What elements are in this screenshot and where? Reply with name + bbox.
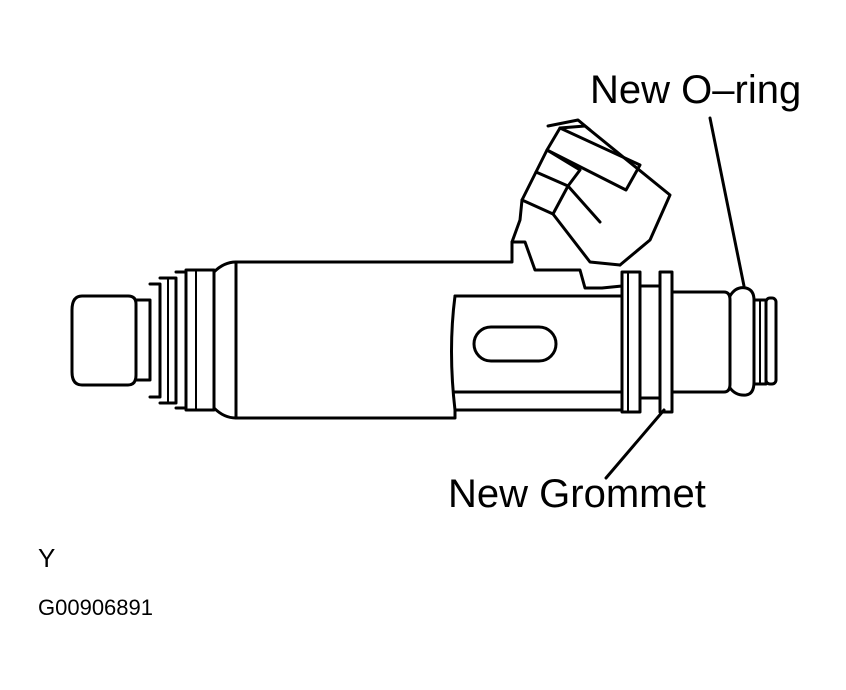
view-letter-label: Y [38,543,56,573]
injector-nozzle [670,286,778,397]
grommet [620,270,674,414]
injector-inlet-cap [70,268,216,412]
grommet-label: New Grommet [448,472,706,516]
leader-lines [604,116,746,480]
o-ring [728,286,756,397]
grommet-leader [604,408,666,480]
figure-code-label: G00906891 [38,595,153,620]
o-ring-leader [708,116,746,288]
electrical-connector [510,118,672,267]
injector-body [212,240,624,420]
o-ring-label: New O–ring [590,68,802,112]
body-window [472,325,558,363]
